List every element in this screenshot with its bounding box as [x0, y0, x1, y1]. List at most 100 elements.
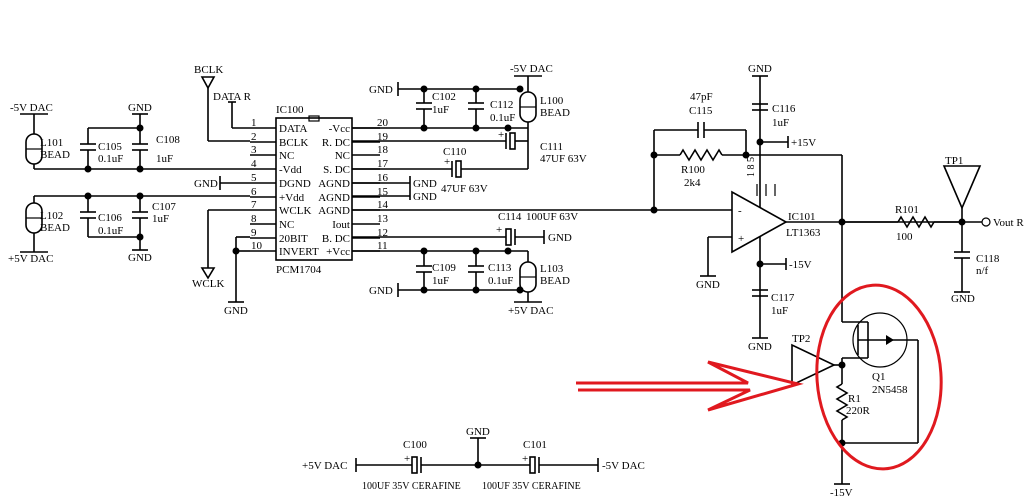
ic100-pin-number: 13 — [377, 213, 389, 225]
ic100-ref: IC100 — [276, 104, 304, 116]
ic100-pin-number: 8 — [251, 213, 257, 225]
q1-part: 2N5458 — [872, 384, 908, 396]
q1-ref: Q1 — [872, 371, 885, 383]
c108-val: 1uF — [156, 153, 173, 165]
ic100-pin-label: R. DC — [322, 137, 350, 149]
c111-plus: + — [498, 129, 504, 141]
highlight-circle — [815, 283, 943, 471]
ic100-pin-label: 20BIT — [279, 233, 308, 245]
gnd-label: GND — [548, 232, 572, 244]
bottom-supply: +5V DAC + C100 GND + C101 -5V DAC 100UF … — [302, 426, 645, 492]
gnd-label: GND — [748, 63, 772, 75]
l102-ref: L102 — [40, 210, 63, 222]
rail-label-neg5-dac: -5V DAC — [510, 63, 553, 75]
tp1-testpoint — [942, 165, 982, 211]
tp1-ref: TP1 — [945, 155, 963, 167]
ic100-pin-number: 16 — [377, 172, 389, 184]
c105-ref: C105 — [98, 141, 122, 153]
left-supply: -5V DAC L101 BEAD GND C105 0.1uF C108 1u… — [8, 102, 250, 265]
c110-ref: C110 — [443, 146, 467, 158]
opamp-minus: - — [738, 205, 742, 217]
ic100-pin-label: -Vdd — [279, 164, 302, 176]
l100-val: BEAD — [540, 107, 570, 119]
c111-val: 47UF 63V — [540, 153, 587, 165]
neg15-label: -15V — [789, 259, 812, 271]
c111-ref: C111 — [540, 141, 563, 153]
ic100-pin-label: INVERT — [279, 246, 319, 258]
c102-val: 1uF — [432, 104, 449, 116]
vout-label: Vout R — [993, 217, 1024, 229]
annotation — [576, 283, 943, 471]
tp2-testpoint — [791, 343, 836, 387]
ic100-pin-number: 18 — [377, 144, 389, 156]
l101-ref: L101 — [40, 137, 63, 149]
ic100-pin-number: 15 — [377, 186, 389, 198]
c112-val: 0.1uF — [490, 112, 515, 124]
c116-ref: C116 — [772, 103, 796, 115]
output-section: R101 100 TP1 Vout R C118 n/f GND — [842, 155, 1024, 305]
signal-inputs: BCLK DATA R GND WCLK GND — [192, 64, 252, 317]
c116-val: 1uF — [772, 117, 789, 129]
ic100-pin-number: 7 — [251, 199, 257, 211]
c114-val: 100UF 63V — [526, 211, 578, 223]
l103-ref: L103 — [540, 263, 564, 275]
gnd-label: GND — [369, 285, 393, 297]
rail-label-neg5-dac: -5V DAC — [10, 102, 53, 114]
r101-val: 100 — [896, 231, 913, 243]
gnd-label: GND — [413, 178, 437, 190]
gnd-label: GND — [951, 293, 975, 305]
c114-plus: + — [496, 224, 502, 236]
ic100-pin-label: -Vcc — [329, 123, 350, 135]
bclk-label: BCLK — [194, 64, 223, 76]
c100-val: 100UF 35V CERAFINE — [362, 481, 461, 492]
gnd-label: GND — [128, 102, 152, 114]
ic100-pin-label: NC — [279, 150, 294, 162]
c102-ref: C102 — [432, 91, 456, 103]
ic100-pin-number: 11 — [377, 240, 388, 252]
r100-val: 2k4 — [684, 177, 701, 189]
c101-ref: C101 — [523, 439, 547, 451]
ic100-pin-number: 3 — [251, 144, 257, 156]
rail-label-pos5-dac: +5V DAC — [8, 253, 53, 265]
ic100-pin-number: 1 — [251, 117, 257, 129]
c109-val: 1uF — [432, 275, 449, 287]
ic100-pin-label: NC — [279, 219, 294, 231]
ic100-pin-label: AGND — [318, 205, 350, 217]
c107-val: 1uF — [152, 213, 169, 225]
ic100-pin-number: 14 — [377, 199, 389, 211]
ic100-pin-number: 20 — [377, 117, 389, 129]
ic100-pin-label: NC — [335, 150, 350, 162]
gnd-label: GND — [748, 341, 772, 353]
gnd-label: GND — [466, 426, 490, 438]
r100-ref: R100 — [681, 164, 705, 176]
l101-val: BEAD — [40, 149, 70, 161]
ic100-pin-number: 2 — [251, 131, 257, 143]
gnd-label: GND — [224, 305, 248, 317]
ic100-pin-number: 9 — [251, 227, 257, 239]
c115-ref: C115 — [689, 105, 713, 117]
c114-ref: C114 — [498, 211, 522, 223]
ic100-pin-number: 6 — [251, 186, 257, 198]
wclk-label: WCLK — [192, 278, 224, 290]
c110-plus: + — [444, 156, 450, 168]
pos15-label: +15V — [791, 137, 816, 149]
c110-val: 47UF 63V — [441, 183, 488, 195]
r1-val: 220R — [846, 405, 871, 417]
ic100-pin-label: B. DC — [322, 233, 350, 245]
l103-val: BEAD — [540, 275, 570, 287]
gnd-label: GND — [194, 178, 218, 190]
c108-ref: C108 — [156, 134, 180, 146]
c118-ref: C118 — [976, 253, 1000, 265]
ic100-pin-label: Iout — [332, 219, 350, 231]
gnd-label: GND — [696, 279, 720, 291]
ic100-pin-number: 4 — [251, 158, 257, 170]
r1-ref: R1 — [848, 393, 861, 405]
ic100-pin-label: BCLK — [279, 137, 308, 149]
rail-label-neg5-dac: -5V DAC — [602, 460, 645, 472]
ic100-pin-label: +Vcc — [326, 246, 350, 258]
ic100-pin-label: +Vdd — [279, 192, 305, 204]
c118-val: n/f — [976, 265, 989, 277]
